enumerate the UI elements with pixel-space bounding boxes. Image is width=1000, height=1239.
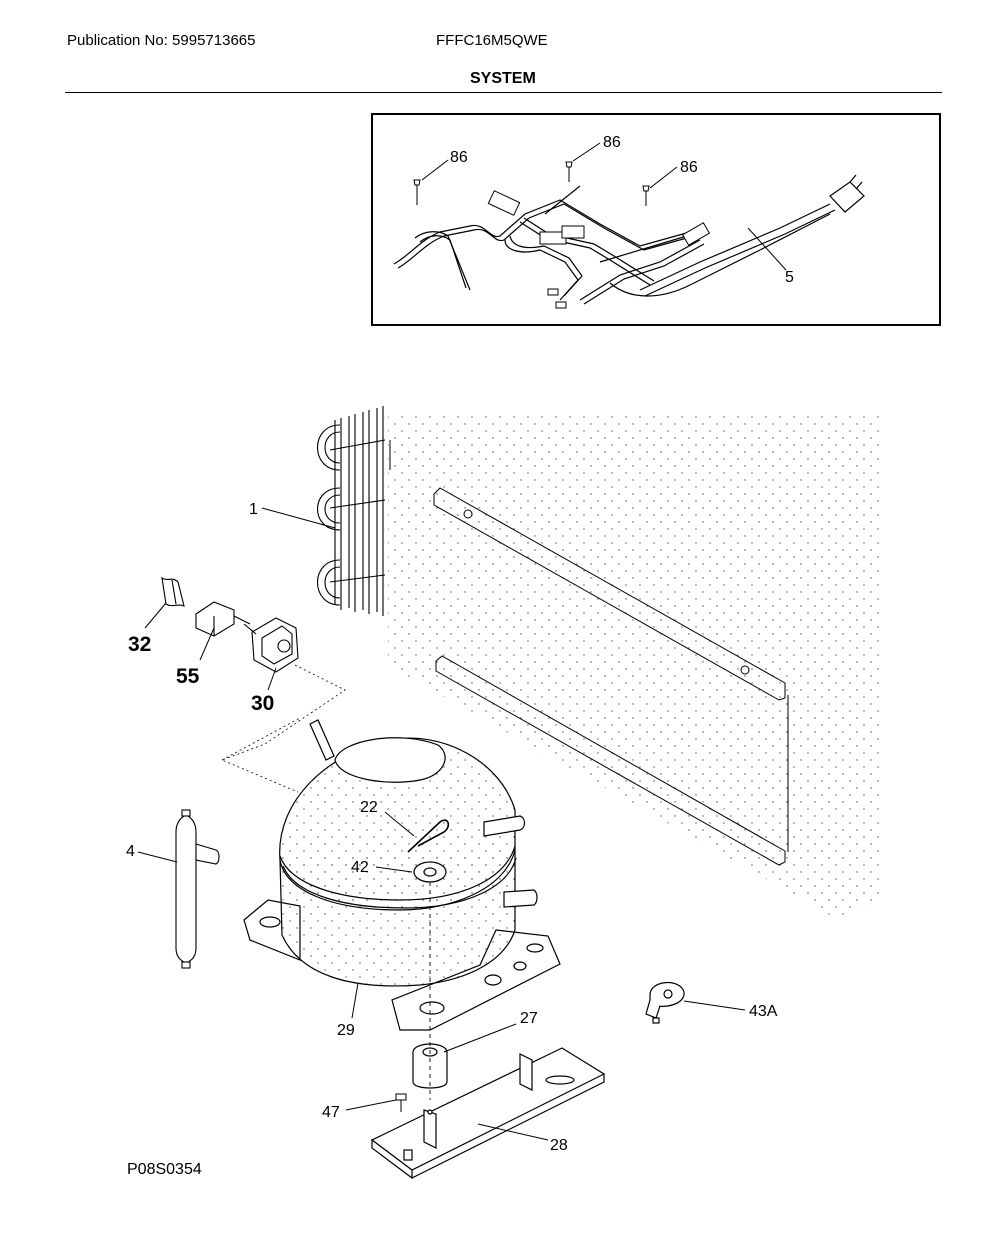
callout-32: 32 bbox=[128, 633, 151, 656]
heater-wire bbox=[393, 185, 705, 305]
callout-22: 22 bbox=[360, 799, 378, 816]
callout-29: 29 bbox=[337, 1022, 355, 1039]
condenser-coil bbox=[317, 406, 386, 616]
callout-30: 30 bbox=[251, 692, 274, 715]
publication-number: Publication No: 5995713665 bbox=[67, 32, 256, 49]
callout-27: 27 bbox=[520, 1010, 538, 1027]
mounting-bracket bbox=[370, 1047, 606, 1180]
mounting-outline bbox=[220, 664, 346, 793]
callout-86: 86 bbox=[450, 149, 468, 166]
diagram-code: P08S0354 bbox=[127, 1161, 202, 1178]
clamp bbox=[645, 982, 685, 1024]
overload-cover bbox=[161, 576, 185, 608]
callout-55: 55 bbox=[176, 665, 200, 688]
power-cord bbox=[609, 203, 836, 297]
overload-protector bbox=[243, 617, 299, 673]
plug-icon bbox=[829, 174, 865, 213]
callout-28: 28 bbox=[550, 1137, 568, 1154]
screw-icon bbox=[413, 161, 650, 206]
callout-47: 47 bbox=[322, 1104, 340, 1121]
leader-lines bbox=[137, 507, 746, 1141]
model-number: FFFC16M5QWE bbox=[436, 32, 548, 49]
compressor bbox=[243, 719, 561, 1031]
callout-4: 4 bbox=[126, 843, 135, 860]
connector-icon bbox=[487, 190, 711, 309]
callout-42: 42 bbox=[351, 859, 369, 876]
callout-86: 86 bbox=[680, 159, 698, 176]
callout-43A: 43A bbox=[749, 1003, 778, 1020]
header-rule bbox=[65, 92, 942, 93]
cabinet-outline bbox=[388, 415, 880, 918]
harness-leader-lines bbox=[421, 142, 787, 271]
screw-icon bbox=[395, 1093, 407, 1112]
filter-drier bbox=[175, 809, 220, 969]
relay bbox=[195, 601, 251, 637]
callout-1: 1 bbox=[249, 501, 258, 518]
page-title: SYSTEM bbox=[470, 70, 536, 87]
callout-5: 5 bbox=[785, 269, 794, 286]
wiring-harness-inset: 86 86 86 5 bbox=[371, 113, 941, 326]
clip bbox=[407, 819, 450, 853]
callout-86: 86 bbox=[603, 134, 621, 151]
